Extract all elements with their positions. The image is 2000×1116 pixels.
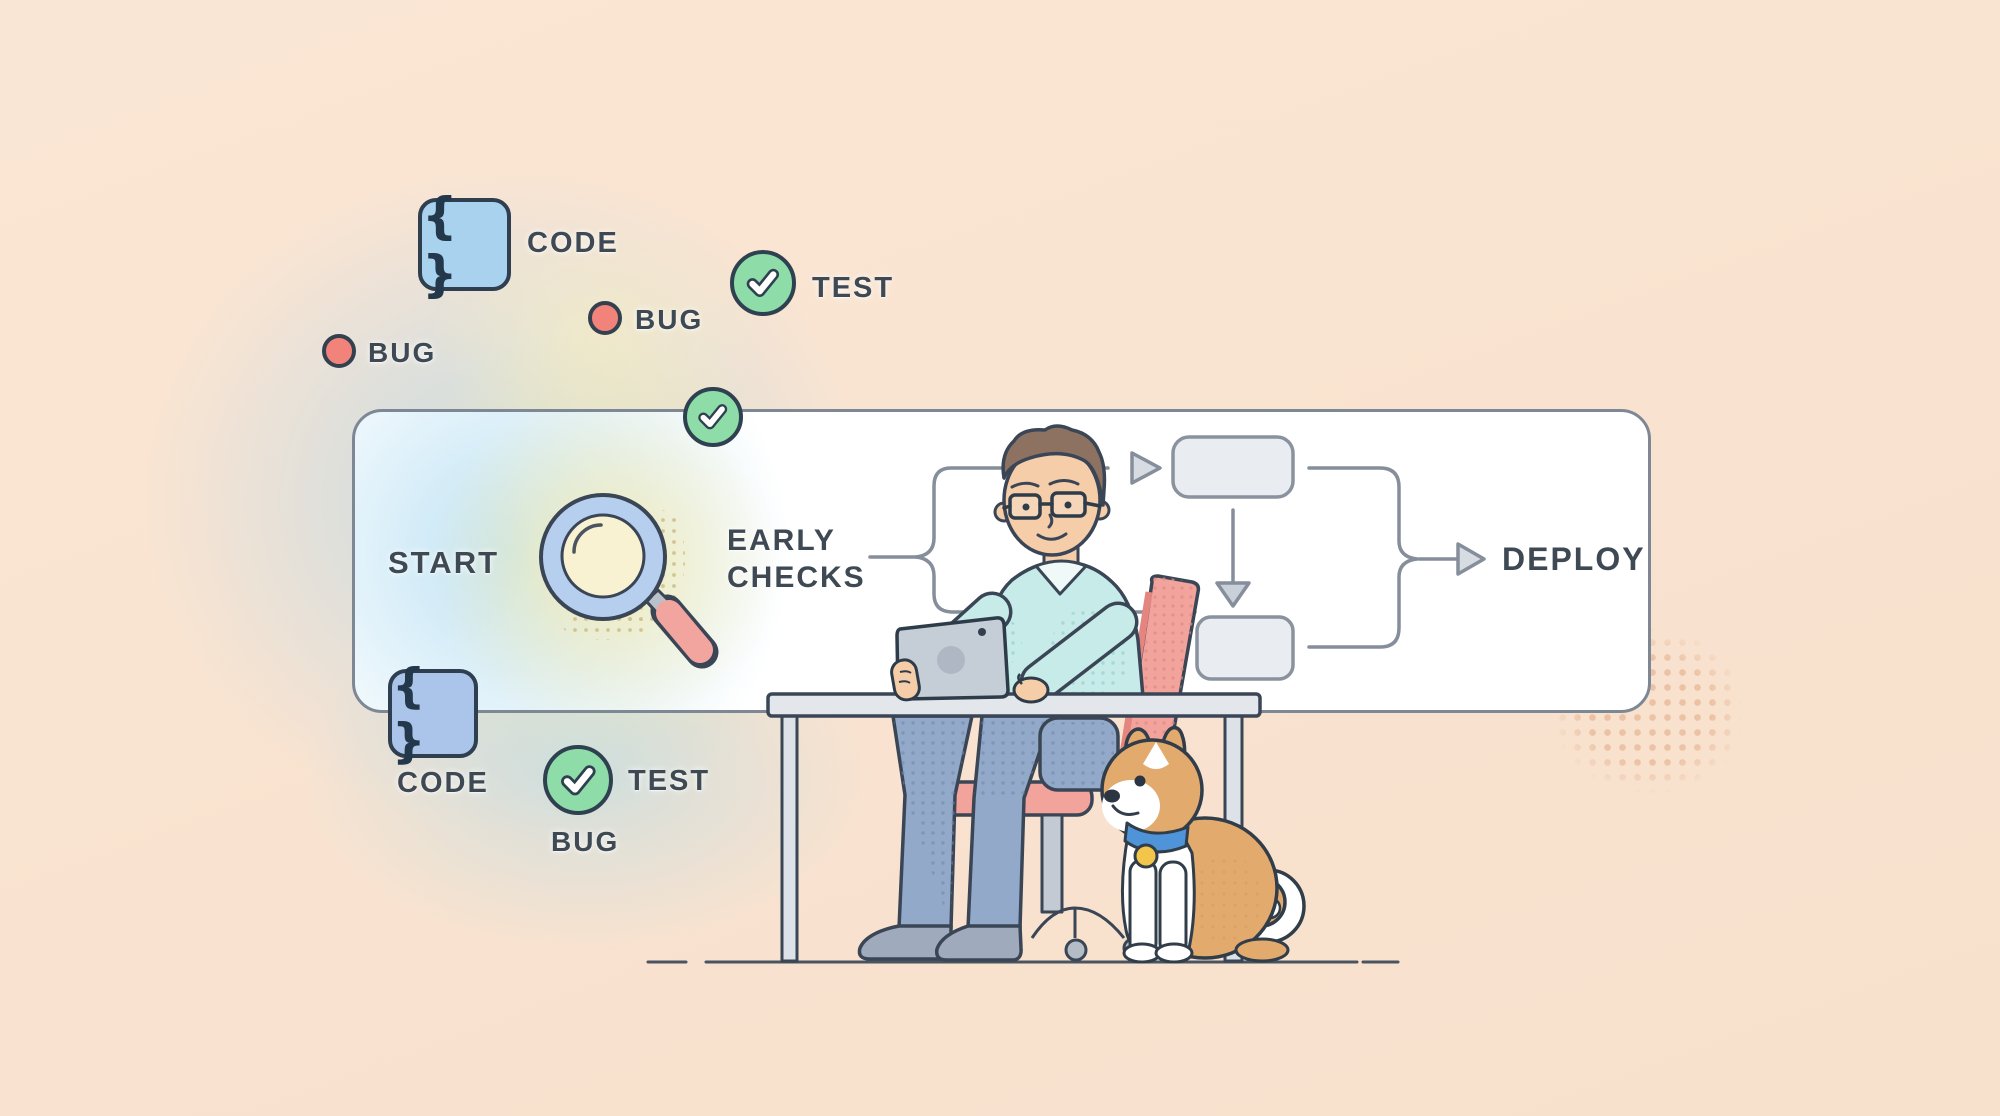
start-label: START xyxy=(388,545,500,580)
developer-leg xyxy=(891,714,974,930)
dog-hind-paw xyxy=(1234,937,1290,963)
check-icon xyxy=(698,404,728,430)
dog-ear xyxy=(1123,727,1156,771)
chair-stem xyxy=(1040,813,1064,914)
developer-shoe xyxy=(857,924,953,961)
developer-shoe xyxy=(934,924,1023,962)
code-top-label: CODE xyxy=(527,227,619,259)
bug-badge-left xyxy=(322,334,356,368)
check-icon xyxy=(560,764,596,796)
dog-front-leg xyxy=(1128,858,1158,957)
bug-upper-label: BUG xyxy=(635,304,704,335)
chair-seat xyxy=(936,780,1094,817)
dog-nose xyxy=(1104,789,1120,803)
chair-wheel xyxy=(1122,937,1144,959)
dog-mouth xyxy=(1111,804,1140,816)
dog-chest xyxy=(1120,828,1196,955)
code-badge-bottom: { } xyxy=(388,659,478,769)
test-bottom-label: TEST xyxy=(628,765,711,797)
developer-hip xyxy=(1038,716,1120,792)
dog-body xyxy=(1131,816,1279,960)
chair-wheel xyxy=(1064,938,1088,962)
braces-icon: { } xyxy=(392,658,426,769)
developer-leg xyxy=(966,714,1054,930)
code-badge-top: { } xyxy=(418,187,511,303)
code-bottom-label: CODE xyxy=(397,767,489,799)
pipeline-panel xyxy=(352,409,1651,713)
desk-leg xyxy=(1223,714,1244,963)
early-checks-label: EARLY CHECKS xyxy=(727,524,866,594)
desk-leg xyxy=(780,714,799,963)
dog-ear xyxy=(1158,725,1187,764)
deploy-label: DEPLOY xyxy=(1502,541,1646,577)
dog-tail xyxy=(1230,868,1306,944)
bug-left-label: BUG xyxy=(368,337,437,368)
dog-front-leg xyxy=(1158,860,1188,957)
dog-blaze xyxy=(1143,742,1169,769)
check-icon xyxy=(746,268,780,298)
dog-paw xyxy=(1154,942,1194,964)
dog-head xyxy=(1100,738,1204,842)
dog-figure xyxy=(1100,725,1306,964)
check-badge-panel-edge xyxy=(683,387,743,447)
dog-tag xyxy=(1133,843,1159,869)
bug-badge-upper xyxy=(588,301,622,335)
chair-base xyxy=(1030,906,1126,939)
test-badge-bottom xyxy=(543,745,613,815)
test-badge-top xyxy=(730,250,796,316)
dog-collar xyxy=(1123,821,1190,854)
braces-icon: { } xyxy=(422,186,458,303)
test-top-label: TEST xyxy=(812,272,895,304)
dog-eye xyxy=(1134,775,1146,787)
dog-muzzle xyxy=(1102,780,1160,832)
desk xyxy=(766,692,1262,963)
bug-bottom-label: BUG xyxy=(551,826,620,857)
dog-paw xyxy=(1122,942,1162,964)
